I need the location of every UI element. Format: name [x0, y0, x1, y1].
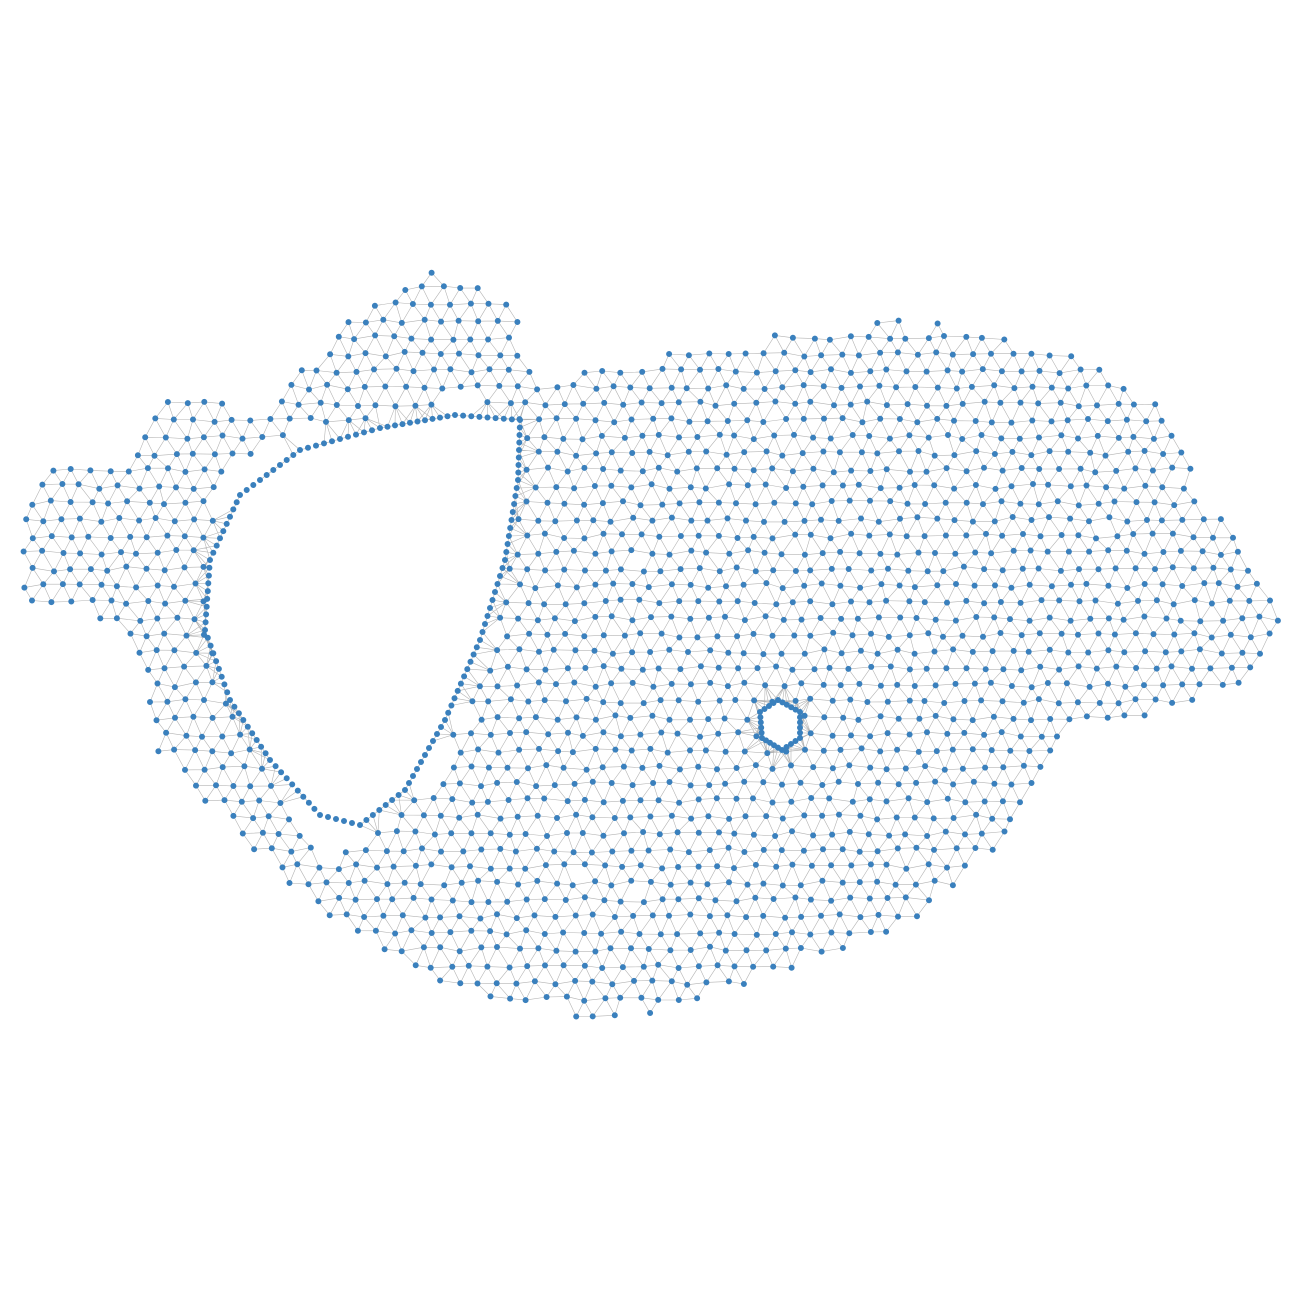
mesh-nodes: [20, 269, 1281, 1020]
mesh-node-dots: [20, 269, 1281, 1020]
